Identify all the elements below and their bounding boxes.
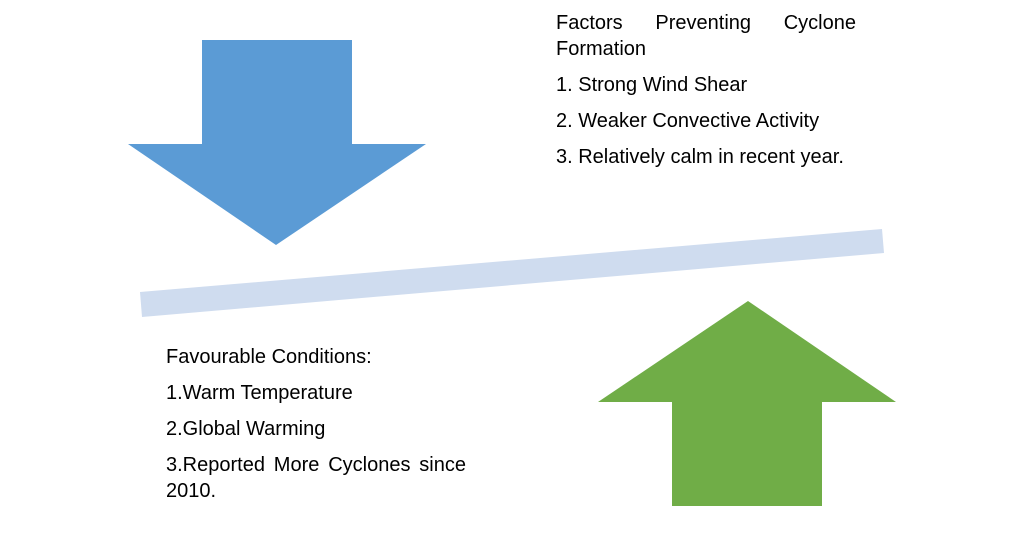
preventing-factors-textbox: Factors Preventing Cyclone Formation 1. … — [556, 10, 856, 180]
preventing-factor-item: 3. Relatively calm in recent year. — [556, 146, 844, 168]
preventing-factor-item: 1. Strong Wind Shear — [556, 74, 748, 96]
favourable-condition-item: 3.Reported More Cyclones since 2010. — [166, 454, 466, 502]
preventing-factors-heading: Factors Preventing Cyclone Formation — [556, 12, 856, 60]
preventing-factor-item: 2. Weaker Convective Activity — [556, 110, 820, 132]
favourable-condition-item: 1.Warm Temperature — [166, 382, 353, 404]
up-arrow-shape — [598, 301, 896, 506]
favourable-conditions-heading: Favourable Conditions: — [166, 346, 372, 368]
down-arrow-shape — [128, 40, 426, 245]
favourable-condition-item: 2.Global Warming — [166, 418, 326, 440]
tilted-balance-beam — [140, 229, 884, 317]
favourable-conditions-textbox: Favourable Conditions: 1.Warm Temperatur… — [166, 344, 466, 514]
